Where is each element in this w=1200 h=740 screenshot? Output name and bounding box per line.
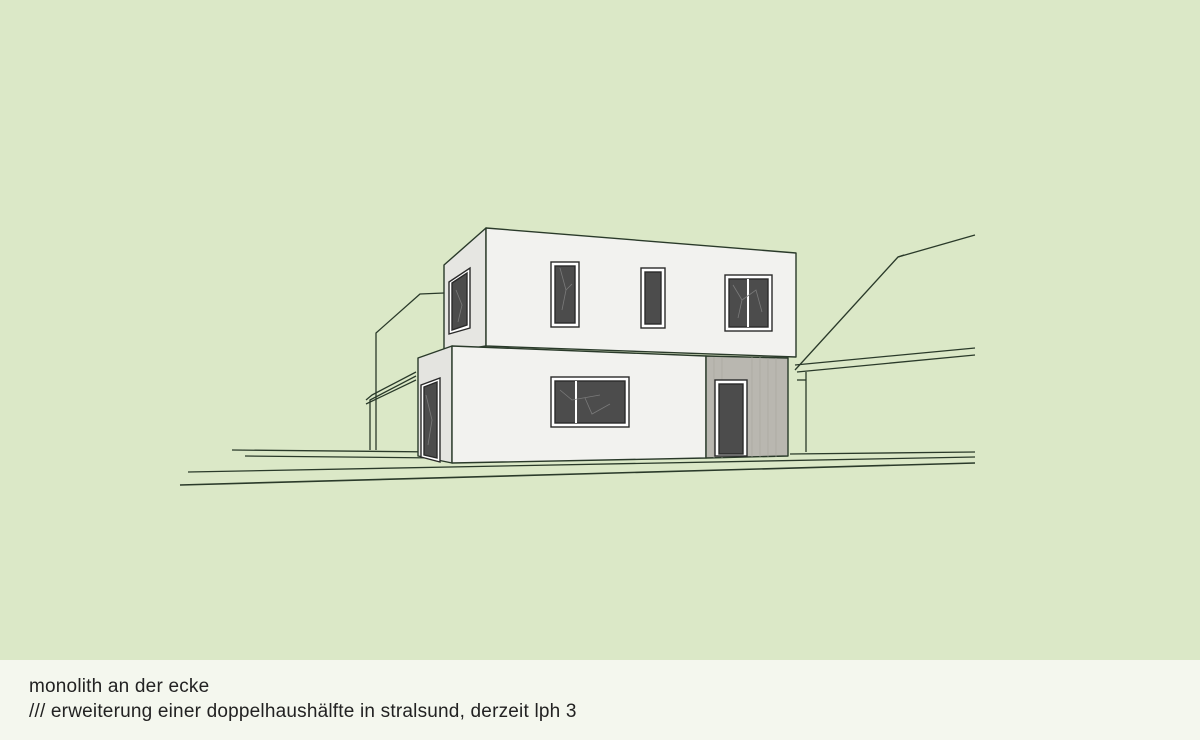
project-title: monolith an der ecke xyxy=(29,676,210,697)
left-neighbour-house xyxy=(365,292,445,450)
project-subtitle: /// erweiterung einer doppelhaushälfte i… xyxy=(29,701,577,722)
right-neighbour-house xyxy=(794,234,976,452)
tree-reflections xyxy=(425,267,763,446)
ground-lines xyxy=(179,449,976,486)
windows xyxy=(420,261,773,463)
house-sketch xyxy=(179,227,976,486)
caption: monolith an der ecke /// erweiterung ein… xyxy=(0,660,1200,740)
architectural-rendering xyxy=(0,0,1200,660)
